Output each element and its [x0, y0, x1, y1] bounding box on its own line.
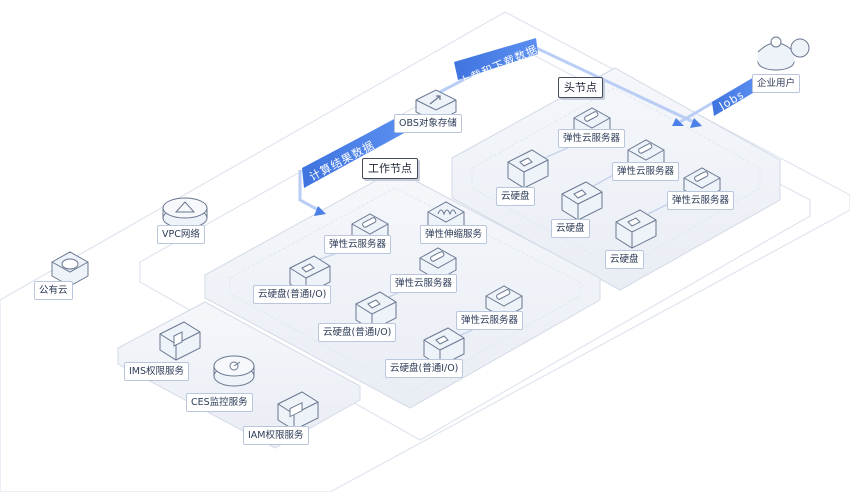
head-evs-1-label: 云硬盘 [496, 187, 535, 206]
auto-scaling-label: 弹性伸缩服务 [420, 225, 488, 244]
ims-service-label: IMS权限服务 [124, 362, 190, 381]
vpc-network-label: VPC网络 [157, 225, 205, 244]
worker-evs-2-icon [355, 291, 397, 331]
worker-evs-2-label: 云硬盘(普通I/O) [318, 323, 397, 342]
upload-download-flow [439, 38, 702, 128]
compute-results-flow [298, 114, 406, 216]
worker-evs-1-label: 云硬盘(普通I/O) [253, 285, 332, 304]
iam-service-label: IAM权限服务 [243, 426, 309, 445]
worker-node-title: 工作节点 [362, 158, 418, 179]
worker-ecs-2-icon [419, 247, 457, 281]
head-evs-2-label: 云硬盘 [551, 219, 590, 238]
enterprise-user-label: 企业用户 [752, 74, 801, 93]
obs-storage-label: OBS对象存储 [394, 114, 462, 133]
head-evs-2-icon [561, 181, 603, 221]
head-evs-1-icon [507, 149, 549, 189]
ces-monitor-icon [213, 355, 255, 387]
vpc-network-icon [162, 197, 208, 229]
ces-monitor-label: CES监控服务 [186, 393, 253, 412]
enterprise-user-icon [757, 36, 810, 71]
head-ecs-3-label: 弹性云服务器 [667, 191, 735, 210]
worker-evs-3-label: 云硬盘(普通I/O) [385, 359, 464, 378]
worker-ecs-2-label: 弹性云服务器 [390, 274, 458, 293]
public-cloud-label: 公有云 [34, 281, 73, 300]
worker-ecs-1-label: 弹性云服务器 [324, 235, 392, 254]
worker-ecs-3-label: 弹性云服务器 [456, 311, 524, 330]
ims-service-icon [159, 321, 201, 361]
head-evs-3-icon [615, 209, 657, 249]
iam-service-icon [277, 391, 319, 431]
worker-ecs-3-icon [485, 285, 523, 319]
public-cloud-icon [51, 251, 89, 287]
worker-evs-3-icon [423, 327, 465, 367]
head-node-title: 头节点 [558, 77, 603, 98]
worker-evs-1-icon [289, 255, 331, 295]
head-ecs-2-label: 弹性云服务器 [612, 162, 680, 181]
jobs-flow [672, 73, 761, 126]
head-evs-3-label: 云硬盘 [605, 250, 644, 269]
head-ecs-1-label: 弹性云服务器 [558, 129, 626, 148]
